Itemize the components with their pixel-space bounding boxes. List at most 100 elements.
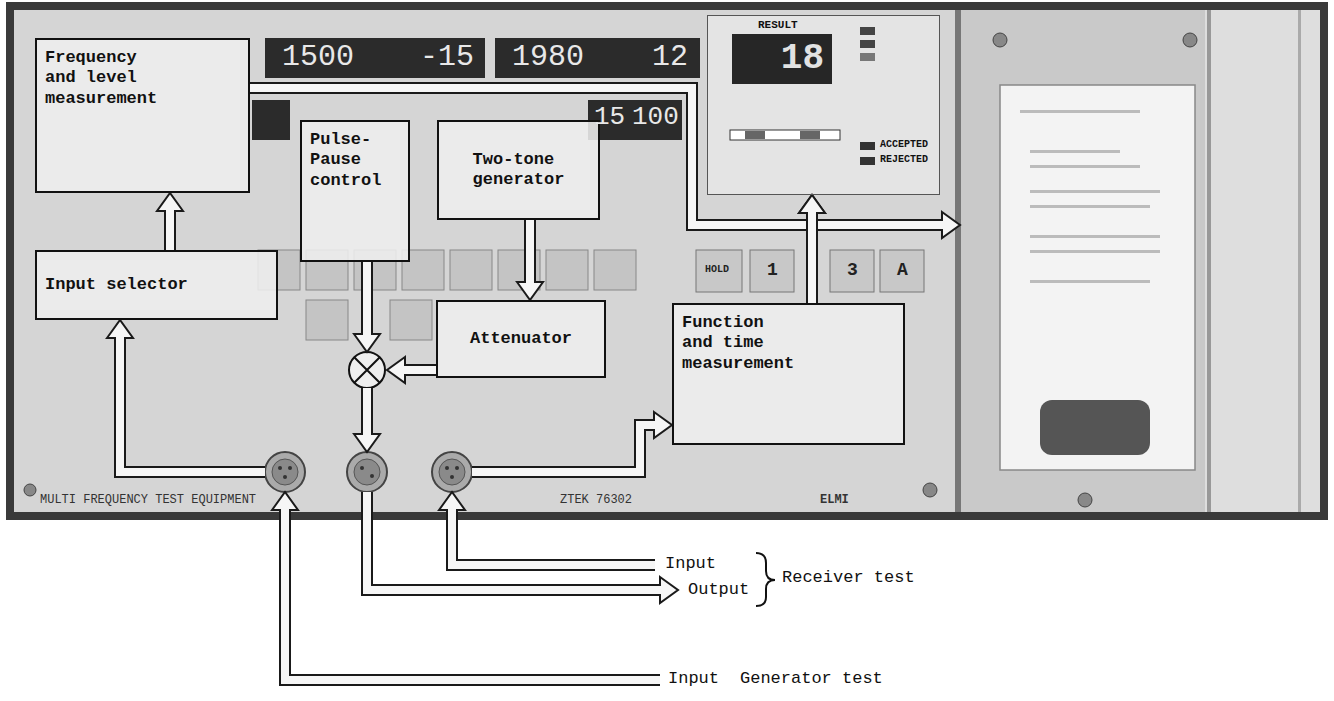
block-box: Attenuator (436, 300, 606, 378)
panel-edge (1207, 10, 1211, 512)
keypad-key (750, 250, 794, 292)
panel-inscription: ELMI (820, 494, 849, 508)
mixer-symbol (349, 352, 385, 388)
led-display (495, 38, 700, 78)
flow-arrow (799, 195, 825, 303)
paper-print (1030, 280, 1150, 283)
block-label: Attenuator (470, 329, 572, 349)
connector-pin (370, 474, 374, 478)
display-digits: 15 (594, 103, 625, 133)
mixer-symbol (354, 357, 380, 383)
screw (993, 33, 1007, 47)
connector-pin (283, 475, 287, 479)
indicator-lamp (860, 40, 875, 48)
key-label: HOLD (705, 264, 729, 276)
curly-bracket (756, 553, 775, 606)
block-label: Frequency and level measurement (45, 48, 157, 109)
panel-divider (955, 10, 961, 512)
connector-socket (265, 452, 305, 492)
hollow-arrow (526, 220, 534, 285)
panel-inscription: MULTI FREQUENCY TEST EQUIPMENT (40, 494, 256, 508)
connector-socket (354, 459, 380, 485)
connector-pin (360, 466, 364, 470)
paper-print (1030, 235, 1160, 238)
hollow-arrow (472, 425, 654, 472)
display-digits: -15 (420, 40, 474, 75)
block-label: Pulse-Pause control (310, 130, 381, 191)
led-display (265, 38, 485, 78)
scale-bar (745, 131, 765, 139)
panel-key (450, 250, 492, 290)
block-box: Function and time measurement (672, 303, 905, 445)
paper-print (1030, 205, 1150, 208)
block-label: Function and time measurement (682, 313, 794, 374)
connector-pin (455, 466, 459, 470)
hollow-arrow (363, 388, 371, 437)
hollow-arrow (452, 510, 655, 565)
connector-socket (347, 452, 387, 492)
paper-print (1030, 150, 1120, 153)
indicator-lamp (860, 53, 875, 61)
display-digits: 1980 (512, 40, 584, 75)
keypad-key (880, 250, 924, 292)
hollow-arrow (402, 366, 436, 374)
hollow-arrow (166, 208, 174, 250)
connector-pin (278, 466, 282, 470)
flow-arrow (517, 220, 543, 300)
panel-edge (1298, 10, 1301, 512)
hollow-arrow (120, 335, 265, 472)
connector-socket (439, 459, 465, 485)
paper-print (1030, 250, 1160, 253)
hollow-arrow (367, 492, 663, 590)
result-display: 18 (732, 34, 832, 84)
led-display (588, 100, 682, 140)
panel-inscription: ZTEK 76302 (560, 494, 632, 508)
hollow-arrow (472, 425, 657, 472)
panel-key (546, 250, 588, 290)
indicator-lamp (860, 157, 875, 165)
hollow-arrow (452, 507, 655, 565)
hollow-arrow (816, 221, 945, 229)
key-label: 3 (847, 260, 858, 281)
panel-key (594, 250, 636, 290)
group-label: Generator test (740, 669, 883, 689)
block-box: Two-tone generator (437, 120, 600, 220)
screw (1078, 493, 1092, 507)
side-strip (1205, 10, 1320, 512)
panel-key (390, 300, 432, 340)
port-label: Output (688, 580, 749, 600)
port-label: Input (665, 554, 716, 574)
hollow-arrow (285, 507, 660, 680)
result-panel: RESULT 18 (707, 15, 940, 195)
display-digits: 100 (632, 103, 679, 133)
paper-print (1030, 165, 1140, 168)
panel-key (306, 300, 348, 340)
connector-pin (450, 475, 454, 479)
block-box: Frequency and level measurement (35, 38, 250, 193)
printer-slot (1040, 400, 1150, 455)
printer-paper (1000, 85, 1195, 470)
hollow-arrow (808, 210, 816, 303)
hollow-arrow (285, 510, 660, 680)
printer-panel (961, 10, 1205, 512)
led-display (252, 100, 290, 140)
block-label: Two-tone generator (473, 150, 565, 191)
status-label: ACCEPTED (880, 139, 928, 151)
connector-pin (288, 466, 292, 470)
key-label: 1 (767, 260, 778, 281)
group-label: Receiver test (782, 568, 915, 588)
panel-title: RESULT (758, 19, 798, 32)
connector-pin (445, 466, 449, 470)
port-label: Input (668, 669, 719, 689)
result-panel-ground (707, 15, 940, 195)
screw (923, 483, 937, 497)
keypad-key (696, 250, 742, 292)
front-panel (10, 6, 1324, 516)
hollow-arrow (367, 492, 660, 590)
keypad-key (830, 250, 874, 292)
indicator-lamp (860, 27, 875, 35)
status-label: REJECTED (880, 154, 928, 166)
scale-bar (730, 130, 840, 140)
paper-print (1030, 190, 1160, 193)
